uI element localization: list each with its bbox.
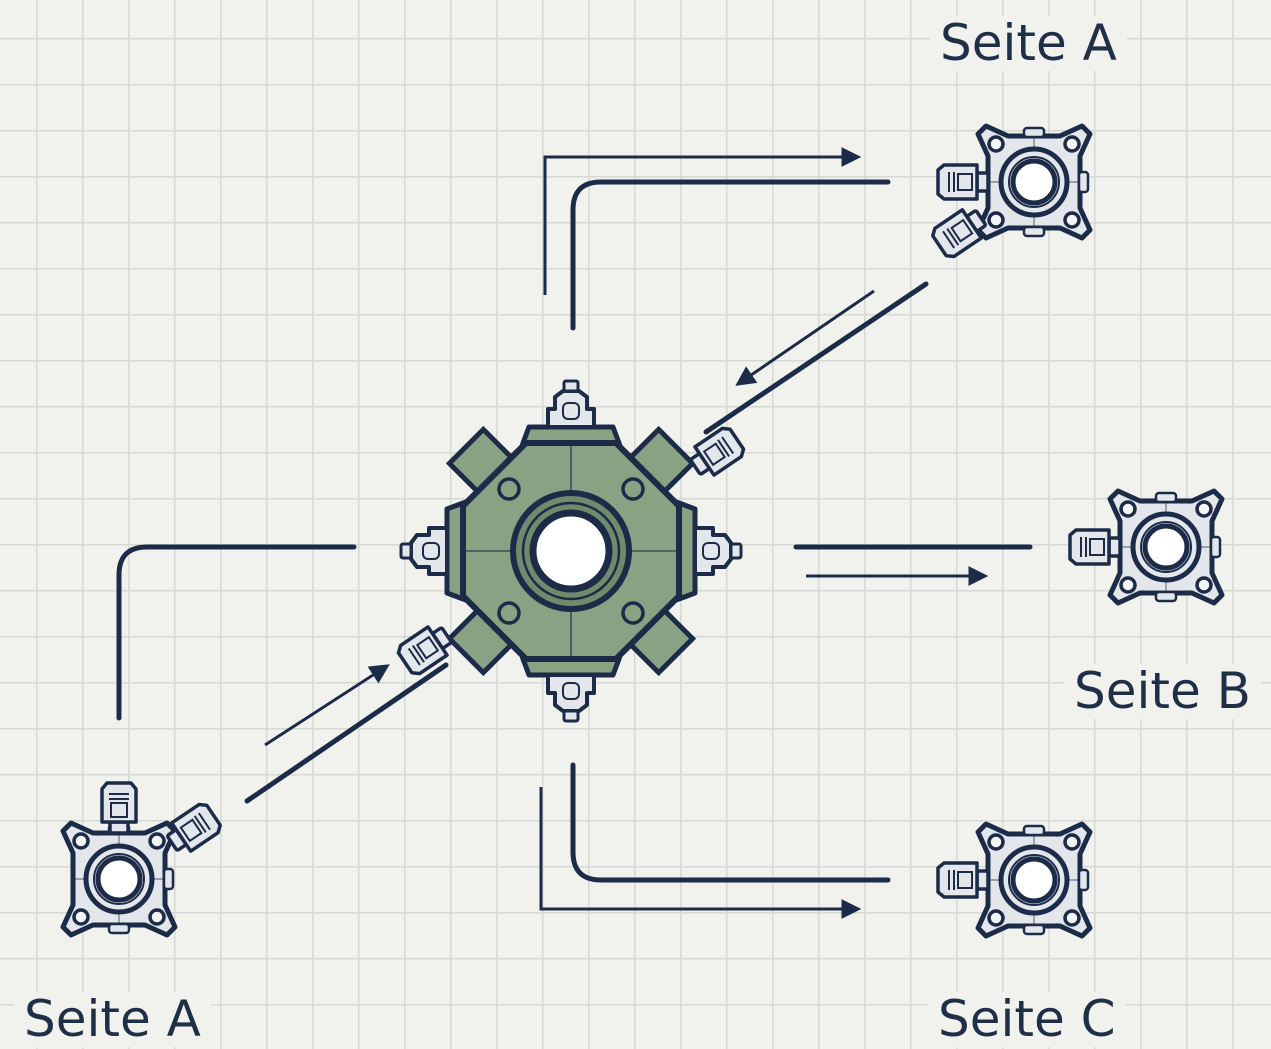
link-site-a-bottom-diagonal — [244, 662, 449, 804]
direction-arrow-icon — [735, 289, 875, 386]
gear-hub-icon — [444, 424, 698, 678]
site-label-bottom-left: Seite A — [14, 992, 211, 1047]
site-node-right — [1068, 491, 1222, 603]
site-label-right: Seite B — [1064, 664, 1261, 719]
flange-node-icon — [978, 126, 1090, 238]
plug-connector-icon — [100, 781, 138, 835]
link-hub-to-site-c — [570, 762, 891, 883]
hub-port-lower-left — [393, 619, 458, 679]
plug-connector-icon — [936, 861, 990, 899]
direction-arrow-icon — [264, 664, 390, 747]
link-hub-to-site-a-top — [570, 179, 891, 331]
hub-port-left — [399, 526, 449, 576]
flange-node-icon — [1110, 491, 1222, 603]
site-node-bottom-left — [63, 781, 225, 935]
hub-port-upper-right — [684, 423, 749, 483]
hub-port-bottom — [546, 673, 596, 723]
link-hub-to-site-a-bottom-left — [116, 544, 357, 721]
site-node-bottom-right — [936, 824, 1090, 936]
site-node-top-right — [928, 126, 1090, 262]
plug-connector-icon — [1068, 528, 1122, 566]
connection-lines — [116, 179, 1033, 883]
link-site-a-top-diagonal — [703, 281, 929, 435]
site-label-bottom-right: Seite C — [928, 992, 1126, 1047]
site-label-top-right: Seite A — [930, 16, 1127, 71]
hub-port-right — [693, 526, 743, 576]
flange-node-icon — [978, 824, 1090, 936]
central-hub — [393, 379, 749, 723]
direction-arrows — [264, 147, 989, 919]
direction-arrow-icon — [539, 787, 862, 919]
plug-connector-icon — [936, 163, 990, 201]
flange-node-icon — [63, 823, 175, 935]
direction-arrow-icon — [543, 147, 862, 295]
hub-port-top — [546, 379, 596, 429]
